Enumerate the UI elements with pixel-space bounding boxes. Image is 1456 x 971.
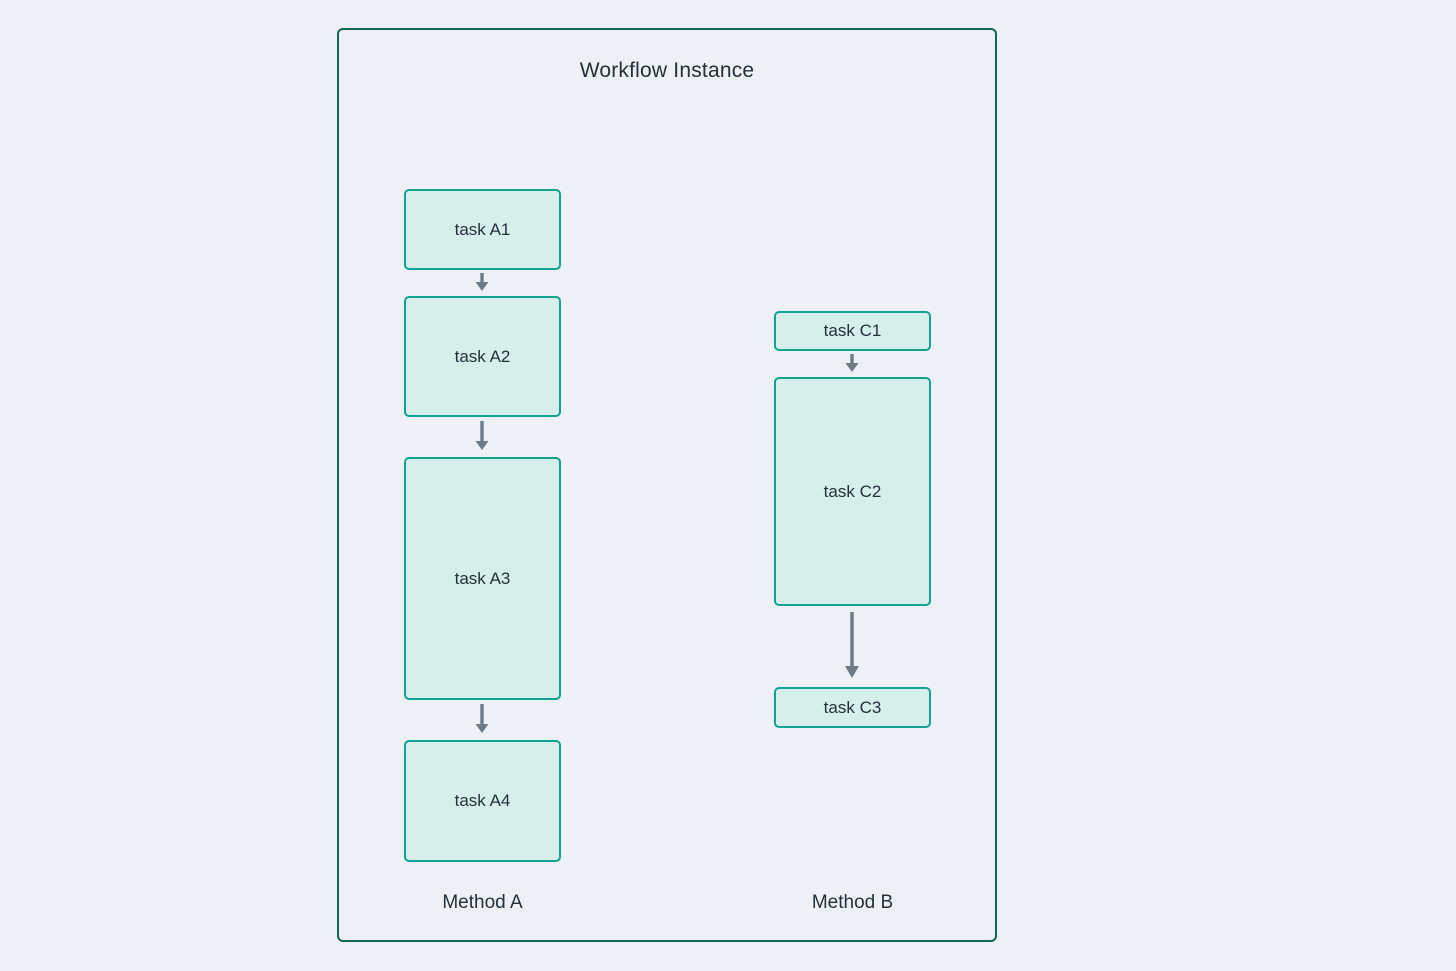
task-node-c2: task C2 <box>774 377 931 606</box>
task-label: task A4 <box>454 791 511 810</box>
arrow-down-icon <box>845 612 859 678</box>
task-node-c1: task C1 <box>774 311 931 351</box>
task-label: task C1 <box>823 321 882 340</box>
workflow-instance-container <box>337 28 997 942</box>
method-b-label: Method B <box>811 892 894 913</box>
task-node-a1: task A1 <box>404 189 561 270</box>
task-node-a4: task A4 <box>404 740 561 862</box>
task-node-c3: task C3 <box>774 687 931 728</box>
diagram-title: Workflow Instance <box>579 59 755 82</box>
task-label: task A1 <box>454 219 511 239</box>
task-label: task A2 <box>454 346 511 366</box>
task-label: task C2 <box>823 481 882 501</box>
task-label: task A3 <box>454 568 511 588</box>
method-a-label: Method A <box>442 892 523 913</box>
arrow-down-icon <box>475 704 489 733</box>
task-node-a3: task A3 <box>404 457 561 700</box>
task-node-a2: task A2 <box>404 296 561 417</box>
arrow-down-icon <box>475 273 489 291</box>
arrow-down-icon <box>475 421 489 450</box>
task-label: task C3 <box>823 697 882 717</box>
arrow-down-icon <box>845 354 859 372</box>
